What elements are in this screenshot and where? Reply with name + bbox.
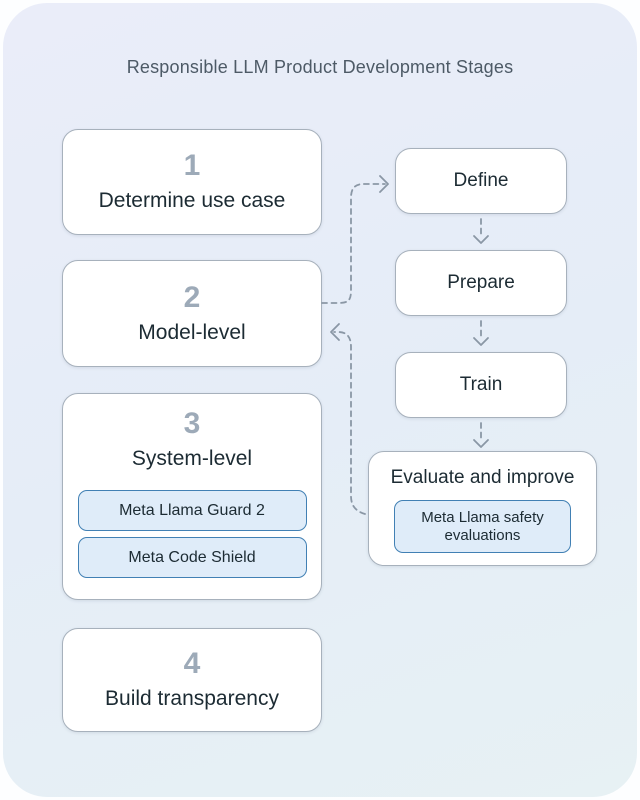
tool-pill-safety-evaluations: Meta Llama safety evaluations xyxy=(394,500,571,553)
flow-evaluate-box: Evaluate and improve Meta Llama safety e… xyxy=(368,451,597,566)
stage-4-number: 4 xyxy=(183,647,201,681)
stage-4-label: Build transparency xyxy=(105,687,279,711)
flow-evaluate-label: Evaluate and improve xyxy=(390,467,575,488)
stage-1-label: Determine use case xyxy=(98,189,286,213)
stage-1-number: 1 xyxy=(183,149,201,183)
stage-3-number: 3 xyxy=(183,407,201,440)
stage-3-label: System-level xyxy=(131,447,253,470)
flow-prepare-label: Prepare xyxy=(447,272,515,293)
tool-pill-code-shield: Meta Code Shield xyxy=(77,537,307,579)
flow-define-box: Define xyxy=(395,148,567,214)
stage-3-box: 3 System-level Meta Llama Guard 2 Meta C… xyxy=(62,393,322,600)
tool-pill-llama-guard: Meta Llama Guard 2 xyxy=(77,490,307,532)
page-title: Responsible LLM Product Development Stag… xyxy=(126,57,514,77)
flow-define-label: Define xyxy=(453,170,509,191)
flow-train-box: Train xyxy=(395,352,567,418)
stage-2-label: Model-level xyxy=(138,320,246,344)
flow-train-label: Train xyxy=(459,374,503,395)
stage-3-tools: Meta Llama Guard 2 Meta Code Shield xyxy=(77,490,307,579)
stage-2-box: 2 Model-level xyxy=(62,260,322,367)
stage-2-number: 2 xyxy=(183,280,201,314)
stage-1-box: 1 Determine use case xyxy=(62,129,322,235)
stage-4-box: 4 Build transparency xyxy=(62,628,322,732)
flow-prepare-box: Prepare xyxy=(395,250,567,316)
